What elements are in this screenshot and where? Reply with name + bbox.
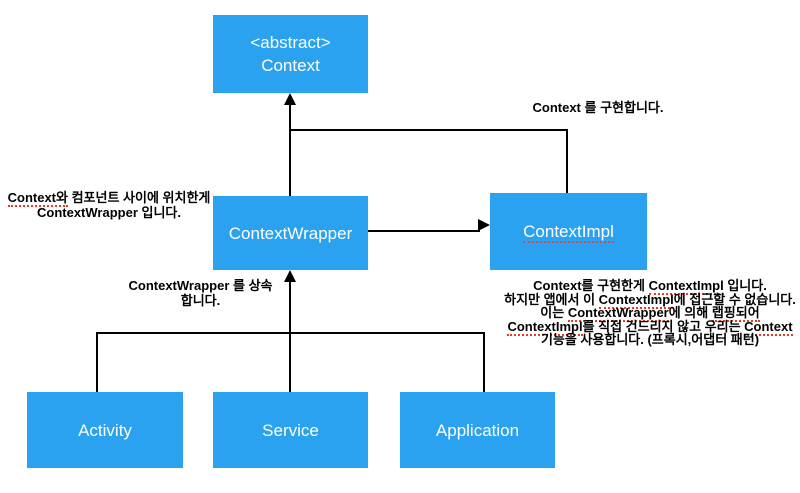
inherit-note: ContextWrapper 를 상속 합니다.	[108, 278, 293, 308]
wrapper-position-note-line: ContextWrapper 입니다.	[0, 205, 218, 220]
implements-line-vertical	[566, 129, 568, 193]
wrapper-position-note: Context와 컴포넌트 사이에 위치한게 ContextWrapper 입니…	[0, 190, 218, 220]
application-box: Application	[400, 392, 555, 468]
context-box-stereotype: <abstract>	[250, 31, 330, 54]
association-line-wrapper-to-impl	[368, 230, 480, 232]
arrowhead-right-into-contextimpl	[478, 219, 490, 231]
service-box-label: Service	[262, 419, 319, 442]
impl-detail-note: Context를 구현한게 ContextImpl 입니다. 하지만 앱에서 이…	[500, 279, 800, 347]
contextimpl-box: ContextImpl	[490, 193, 647, 270]
context-box: <abstract> Context	[213, 15, 368, 93]
wrapper-position-note-line: Context와 컴포넌트 사이에 위치한게	[0, 190, 218, 205]
implements-note: Context 를 구현합니다.	[458, 100, 738, 115]
connector-service	[289, 332, 291, 392]
arrowhead-up-into-context	[284, 93, 296, 105]
connector-activity	[96, 332, 98, 392]
implements-line-horizontal	[289, 129, 568, 131]
activity-box: Activity	[27, 392, 183, 468]
impl-detail-note-line: Context를 구현한게 ContextImpl 입니다.	[500, 279, 800, 293]
activity-box-label: Activity	[78, 419, 132, 442]
impl-detail-note-line: ContextImpl를 직접 건드리지 않고 우리는 Context	[500, 320, 800, 334]
service-box: Service	[213, 392, 368, 468]
inheritance-line-wrapper-to-context	[289, 100, 291, 196]
impl-detail-note-line: 하지만 앱에서 이 ContextImpl에 접근할 수 없습니다.	[500, 293, 800, 307]
connector-application	[483, 332, 485, 392]
context-box-label: Context	[261, 54, 320, 77]
contextimpl-box-label: ContextImpl	[523, 220, 614, 243]
application-box-label: Application	[436, 419, 519, 442]
inherit-note-line: ContextWrapper 를 상속	[108, 278, 293, 293]
impl-detail-note-line: 이는 ContextWrapper에 의해 랩핑되어	[500, 306, 800, 320]
contextwrapper-box-label: ContextWrapper	[229, 222, 352, 245]
inherit-note-line: 합니다.	[108, 293, 293, 308]
impl-detail-note-line: 기능을 사용합니다. (프록시,어댑터 패턴)	[500, 333, 800, 347]
implements-note-line: Context 를 구현합니다.	[458, 100, 738, 115]
contextwrapper-box: ContextWrapper	[213, 196, 368, 270]
